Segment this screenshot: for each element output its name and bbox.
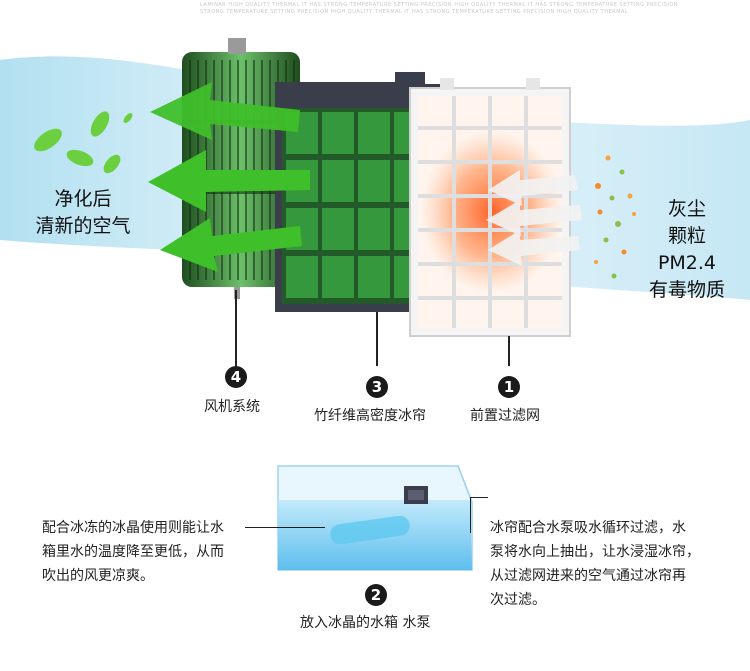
- leaf-icon: [34, 111, 133, 174]
- front-filter-panel: [409, 78, 571, 337]
- tank-right-leader-h: [470, 497, 488, 498]
- pollutant-caption: 灰尘 颗粒 PM2.4 有毒物质: [648, 198, 725, 301]
- badge-ice-curtain: 3: [366, 376, 388, 398]
- tank-left-leader: [245, 527, 325, 528]
- clean-air-caption: 净化后 清新的空气: [35, 188, 131, 237]
- incoming-air-arrows: [486, 170, 582, 266]
- tank-right-leader-v: [470, 497, 471, 533]
- badge-water-tank: 2: [365, 584, 387, 606]
- pump-note: 冰帘配合水泵吸水循环过滤，水 泵将水向上抽出，让水浸湿冰帘， 从过滤网进来的空气…: [490, 520, 700, 608]
- filter-illustration: [0, 38, 750, 366]
- dust-particle-icon: [594, 155, 636, 279]
- water-tank-illustration: [277, 465, 473, 571]
- label-fan-system: 风机系统: [204, 399, 260, 415]
- label-water-tank: 放入冰晶的水箱 水泵: [300, 615, 431, 631]
- label-ice-curtain: 竹纤维高密度冰帘: [314, 408, 426, 424]
- water-pump-icon: [404, 486, 428, 504]
- ice-crystal-note: 配合冰冻的冰晶使用则能让水 箱里水的温度降至更低，从而 吹出的风更凉爽。: [42, 520, 224, 584]
- top-fineprint-2: STRONG TEMPERATURE SETTING PRECISION HIG…: [200, 9, 629, 15]
- label-front-filter: 前置过滤网: [470, 408, 540, 424]
- badge-fan-system: 4: [225, 366, 247, 388]
- badge-front-filter: 1: [498, 376, 520, 398]
- top-fineprint-1: LAMINAR HIGH QUALITY THERMAL IT HAS STRO…: [200, 2, 679, 8]
- clean-air-arrows: [148, 82, 310, 272]
